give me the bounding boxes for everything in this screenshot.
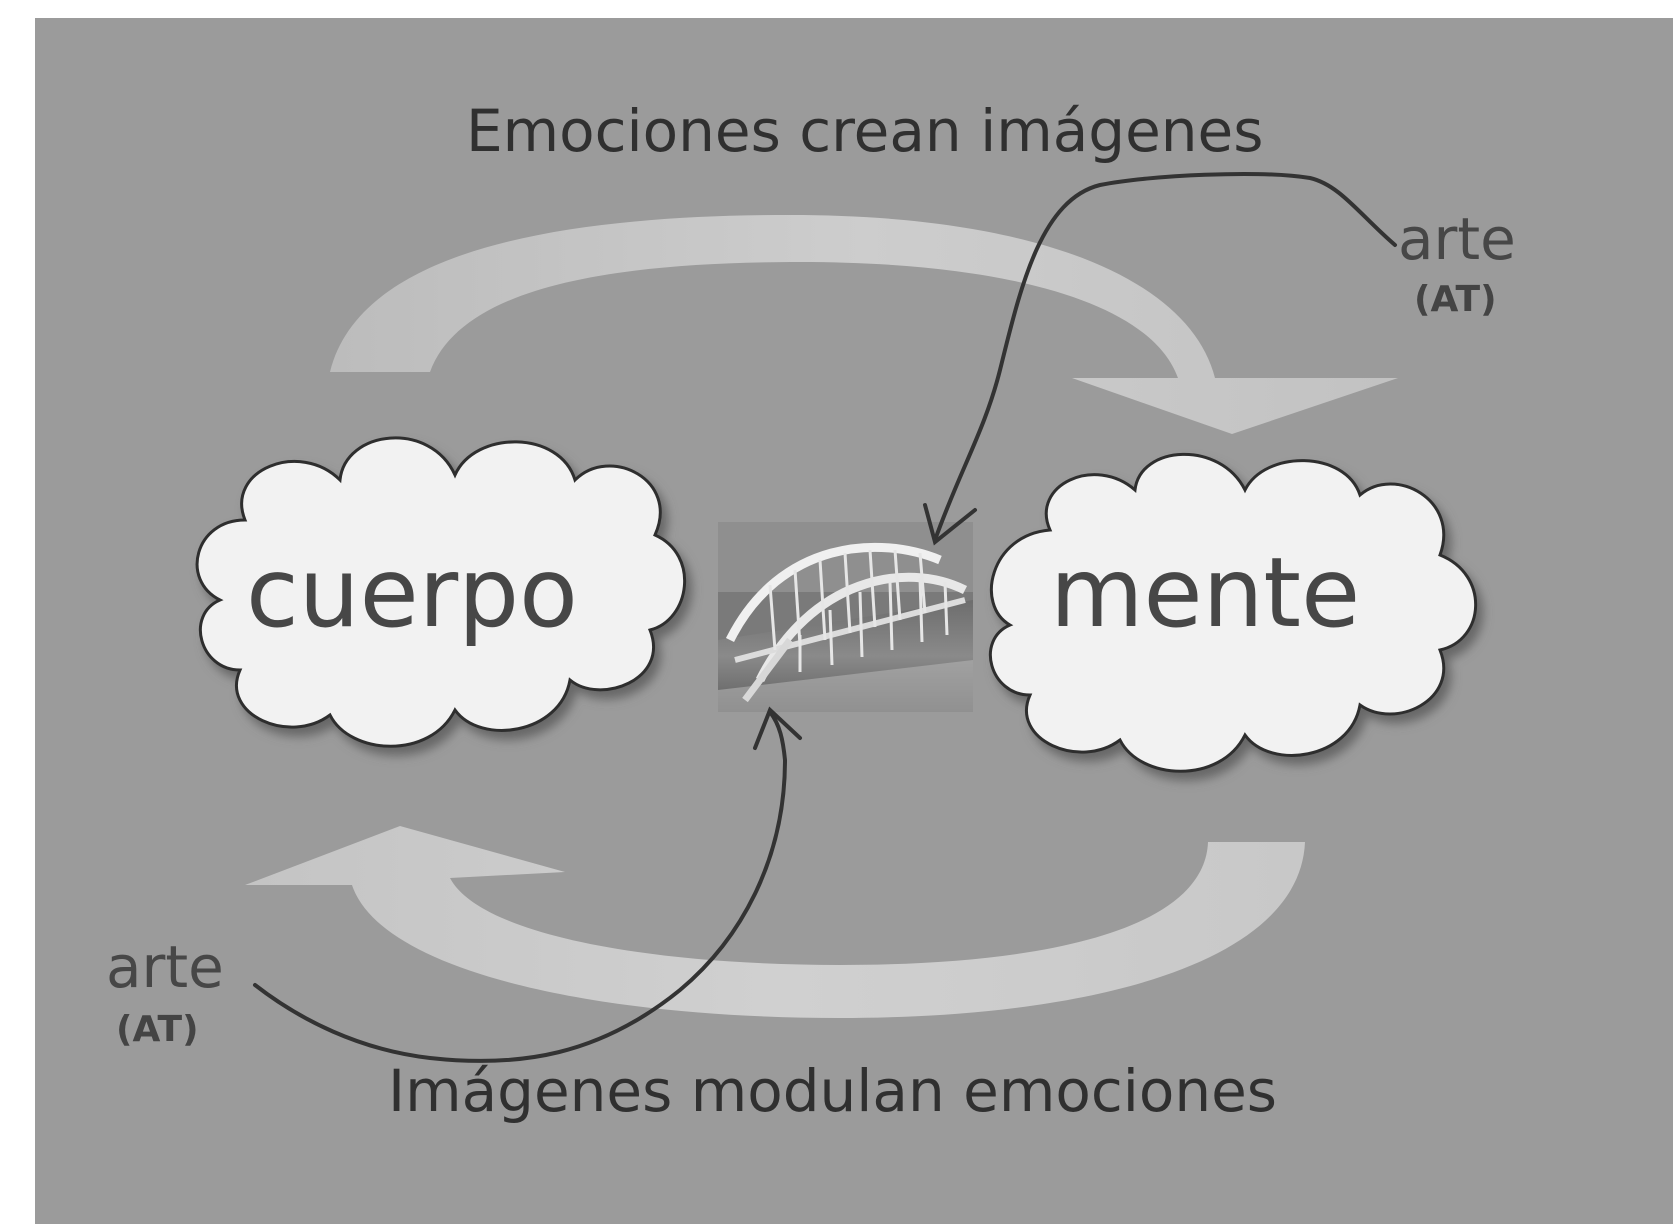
label-emociones-crean-imagenes: Emociones crean imágenes bbox=[466, 97, 1264, 165]
label-arte-bottom-left: arte bbox=[106, 933, 224, 1001]
label-arte-top-right: arte bbox=[1398, 205, 1516, 273]
cycle-arrow-bottom bbox=[245, 826, 1305, 1018]
bridge-image bbox=[718, 522, 973, 712]
cloud-label-cuerpo: cuerpo bbox=[246, 537, 578, 649]
cloud-cuerpo-shape bbox=[195, 436, 687, 748]
hand-drawn-arrow-bottom bbox=[253, 706, 802, 1063]
hand-drawn-arrow-top bbox=[923, 172, 1397, 546]
cycle-arrow-top bbox=[330, 215, 1398, 434]
cloud-label-mente: mente bbox=[1050, 537, 1361, 649]
label-imagenes-modulan-emociones: Imágenes modulan emociones bbox=[388, 1057, 1277, 1125]
cloud-mente-shape bbox=[988, 452, 1478, 773]
label-at-top-right: (AT) bbox=[1414, 279, 1497, 320]
label-at-bottom-left: (AT) bbox=[116, 1009, 199, 1050]
